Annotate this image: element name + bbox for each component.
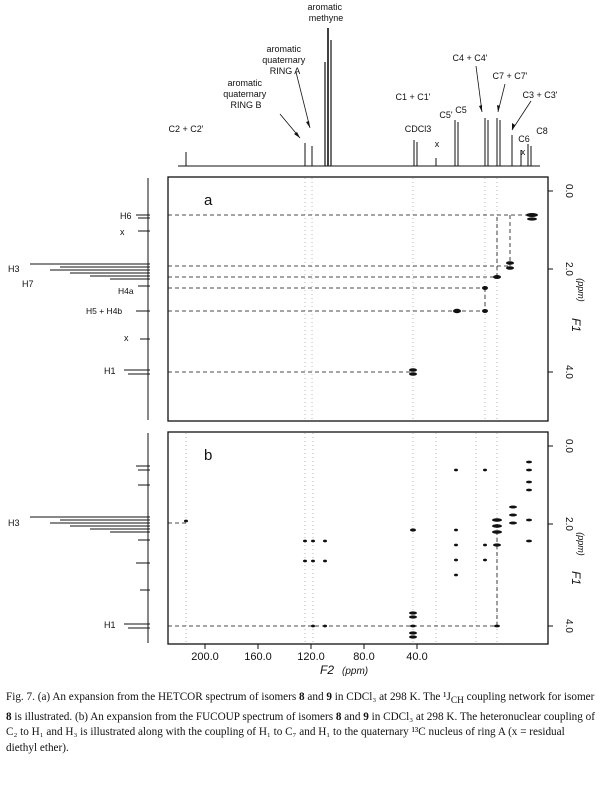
nmr-2d-figure: C2 + C2' aromatic quaternary RING B arom… [8, 2, 586, 677]
caption-fig-number: Fig. 7. [6, 691, 35, 703]
f2-tick-200: 200.0 [191, 651, 219, 663]
panel-a-label-h7: H7 [22, 279, 34, 289]
f2-tick-160: 160.0 [244, 651, 272, 663]
panel-a-label-x1: x [120, 227, 125, 237]
panel-b-label-h3: H3 [8, 518, 20, 528]
label-c6: C6 [518, 134, 530, 144]
panel-b-label-h1: H1 [104, 620, 116, 630]
panel-a-label-h5h4b: H5 + H4b [86, 306, 122, 316]
panel-b-tick-2: 2.0 [563, 517, 574, 531]
label-c4: C4 + C4' [453, 53, 488, 63]
panel-a-proton-projection [30, 178, 150, 420]
label-cdcl3: CDCl3 [405, 124, 432, 134]
label-c2: C2 + C2' [169, 124, 204, 134]
label-x-c6: x [521, 147, 526, 157]
panel-b-f1-label: F1 [569, 571, 583, 585]
panel-b-proton-projection [30, 433, 150, 643]
top-carbon-spectrum [178, 28, 540, 167]
top-spectrum-arrows [279, 65, 532, 139]
f2-tick-80: 80.0 [353, 651, 374, 663]
panel-b-f1-axis [548, 445, 553, 627]
panel-a-label-h4a: H4a [118, 286, 134, 296]
panel-a-label-h3: H3 [8, 264, 20, 274]
panel-a-f1-label: F1 [569, 318, 583, 332]
f2-axis-ticks [204, 644, 418, 649]
panel-a-letter: a [204, 192, 213, 209]
label-ring-b: aromatic quaternary RING B [223, 78, 269, 110]
f2-tick-40: 40.0 [406, 651, 427, 663]
label-aromatic-methyne: aromatic methyne [307, 2, 344, 23]
panel-a-tick-0: 0.0 [563, 184, 574, 198]
panel-a-label-h6: H6 [120, 211, 132, 221]
label-x-top: x [435, 139, 440, 149]
f2-unit: (ppm) [342, 666, 368, 677]
figure-caption: Fig. 7. (a) An expansion from the HETCOR… [6, 691, 595, 754]
label-c8: C8 [536, 126, 548, 136]
panel-a-label-x2: x [124, 333, 129, 343]
panel-a-label-h1: H1 [104, 366, 116, 376]
panel-b-letter: b [204, 447, 212, 464]
label-c1: C1 + C1' [396, 92, 431, 102]
panel-b-unit: (ppm) [576, 532, 586, 556]
panel-b: b [167, 431, 549, 645]
label-c7: C7 + C7' [493, 71, 528, 81]
f2-tick-120: 120.0 [297, 651, 325, 663]
panel-a-tick-2: 2.0 [563, 262, 574, 276]
panel-a-unit: (ppm) [576, 278, 586, 302]
label-c5-prime: C5' [439, 110, 453, 120]
label-c5: C5 [455, 105, 467, 115]
panel-a-tick-4: 4.0 [563, 365, 574, 379]
panel-b-tick-4: 4.0 [563, 619, 574, 633]
panel-b-tick-0: 0.0 [563, 439, 574, 453]
f2-label: F2 [320, 663, 334, 677]
label-c3: C3 + C3' [523, 90, 558, 100]
label-ring-a: aromatic quaternary RING A [262, 44, 308, 76]
panel-a: a [167, 176, 549, 422]
panel-a-f1-axis [548, 190, 553, 373]
